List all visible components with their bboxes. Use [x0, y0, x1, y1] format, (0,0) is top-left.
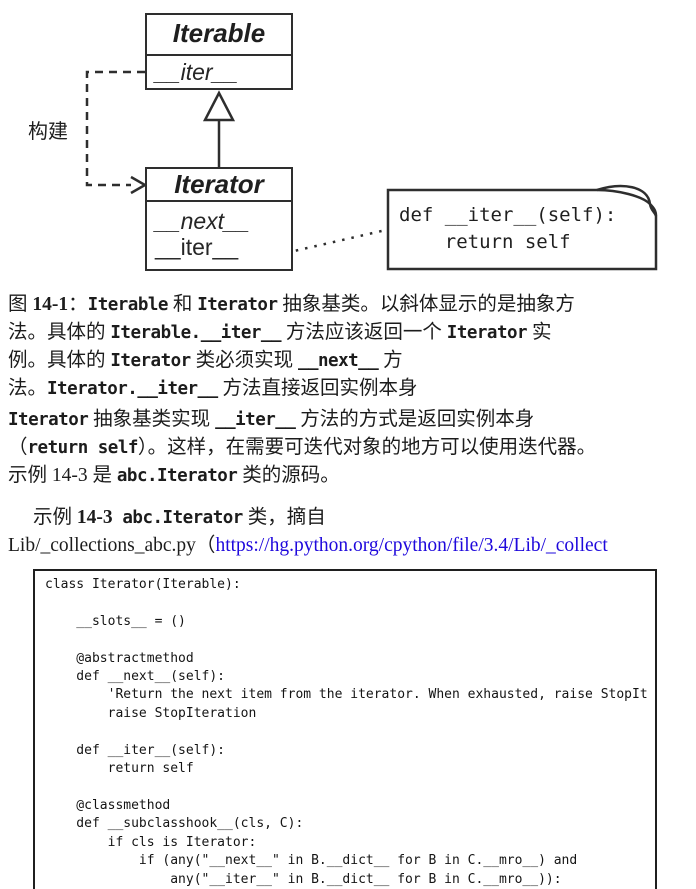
methods-compartment: __next__ __iter__ [147, 202, 291, 260]
construct-label: 构建 [28, 121, 68, 143]
text-run: 方 [378, 350, 403, 371]
listing-heading-source: Lib/_collections_abc.py（https://hg.pytho… [8, 532, 696, 559]
text-run: 方法直接返回实例本身 [217, 378, 418, 399]
text-run: 14-1 [32, 294, 69, 315]
listing-heading-title: 示例 14-3 abc.Iterator 类，摘自 [8, 504, 696, 532]
paragraph-line: Iterator 抽象基类实现 __iter__ 方法的方式是返回实例本身 [8, 406, 694, 434]
text-run: 法。具体的 [8, 322, 111, 343]
text-run: Iterator.__iter__ [47, 379, 218, 399]
text-run: 法。 [8, 378, 48, 399]
uml-note-code: def __iter__(self): return self [399, 204, 617, 253]
text-run: 类，摘自 [242, 507, 326, 528]
method-iter-concrete: __iter__ [155, 234, 239, 260]
text-run: abc.Iterator [116, 466, 238, 486]
text-run: 抽象基类实现 [88, 409, 216, 430]
text-run: ）。这样，在需要可迭代对象的地方可以使用迭代器。 [137, 437, 597, 458]
text-run: 类的源码。 [237, 465, 340, 486]
text-run: 14-3 [76, 507, 113, 528]
paragraph-line: 示例 14-3 是 abc.Iterator 类的源码。 [8, 462, 694, 490]
methods-compartment: __iter__ [147, 56, 291, 87]
text-run: return self [27, 438, 139, 458]
text-run: 类必须实现 [190, 350, 298, 371]
class-name-iterable: Iterable [147, 15, 291, 56]
text-run: abc.Iterator [122, 508, 243, 528]
class-box-iterable: Iterable __iter__ [145, 13, 293, 90]
text-run: 和 [167, 294, 198, 315]
construct-arrow-line [85, 70, 145, 187]
paragraph-line: （return self）。这样，在需要可迭代对象的地方可以使用迭代器。 [8, 434, 694, 462]
caption-line: 例。具体的 Iterator 类必须实现 __next__ 方 [8, 347, 688, 375]
text-run: ： [68, 294, 88, 315]
code-listing: class Iterator(Iterable): __slots__ = ()… [45, 577, 648, 887]
figure-caption: 图 14-1：Iterable 和 Iterator 抽象基类。以斜体显示的是抽… [8, 291, 688, 403]
text-run: Lib/_collections_abc.py [8, 535, 196, 556]
text-run: （ [195, 535, 216, 556]
code-listing-box: class Iterator(Iterable): __slots__ = ()… [33, 569, 657, 889]
text-run: Iterable [87, 295, 169, 315]
text-run: 示例 [33, 507, 77, 528]
text-run: 实 [527, 322, 552, 343]
method-iter-abstract: __iter__ [155, 59, 239, 85]
text-run: （ [8, 437, 28, 458]
text-run: Iterator [8, 410, 89, 430]
note-fold-icon [596, 184, 658, 217]
caption-line: 法。具体的 Iterable.__iter__ 方法应该返回一个 Iterato… [8, 319, 688, 347]
text-run: 示例 14-3 是 [8, 465, 117, 486]
text-run: Iterator [110, 351, 191, 371]
method-next-abstract: __next__ [155, 208, 250, 234]
text-run: 方法的方式是返回实例本身 [295, 409, 535, 430]
text-run [113, 507, 123, 528]
listing-heading: 示例 14-3 abc.Iterator 类，摘自 Lib/_collectio… [8, 504, 696, 559]
text-run: __next__ [297, 351, 379, 371]
text-run: Iterator [197, 295, 278, 315]
text-run: Iterator [446, 323, 528, 343]
caption-line: 法。Iterator.__iter__ 方法直接返回实例本身 [8, 375, 688, 403]
class-name-iterator: Iterator [147, 169, 291, 202]
inheritance-triangle-icon [202, 90, 236, 122]
text-run: 例。具体的 [8, 350, 111, 371]
class-box-iterator: Iterator __next__ __iter__ [145, 167, 293, 271]
body-paragraph: Iterator 抽象基类实现 __iter__ 方法的方式是返回实例本身 （r… [8, 406, 694, 490]
caption-line: 图 14-1：Iterable 和 Iterator 抽象基类。以斜体显示的是抽… [8, 291, 688, 319]
construct-arrowhead-icon [130, 175, 148, 195]
text-run: Iterable.__iter__ [110, 323, 282, 343]
text-run: 方法应该返回一个 [281, 322, 447, 343]
source-url-link[interactable]: https://hg.python.org/cpython/file/3.4/L… [215, 535, 608, 556]
text-run: __iter__ [215, 410, 296, 430]
text-run: 抽象基类。以斜体显示的是抽象方 [277, 294, 575, 315]
text-run: 图 [8, 294, 33, 315]
